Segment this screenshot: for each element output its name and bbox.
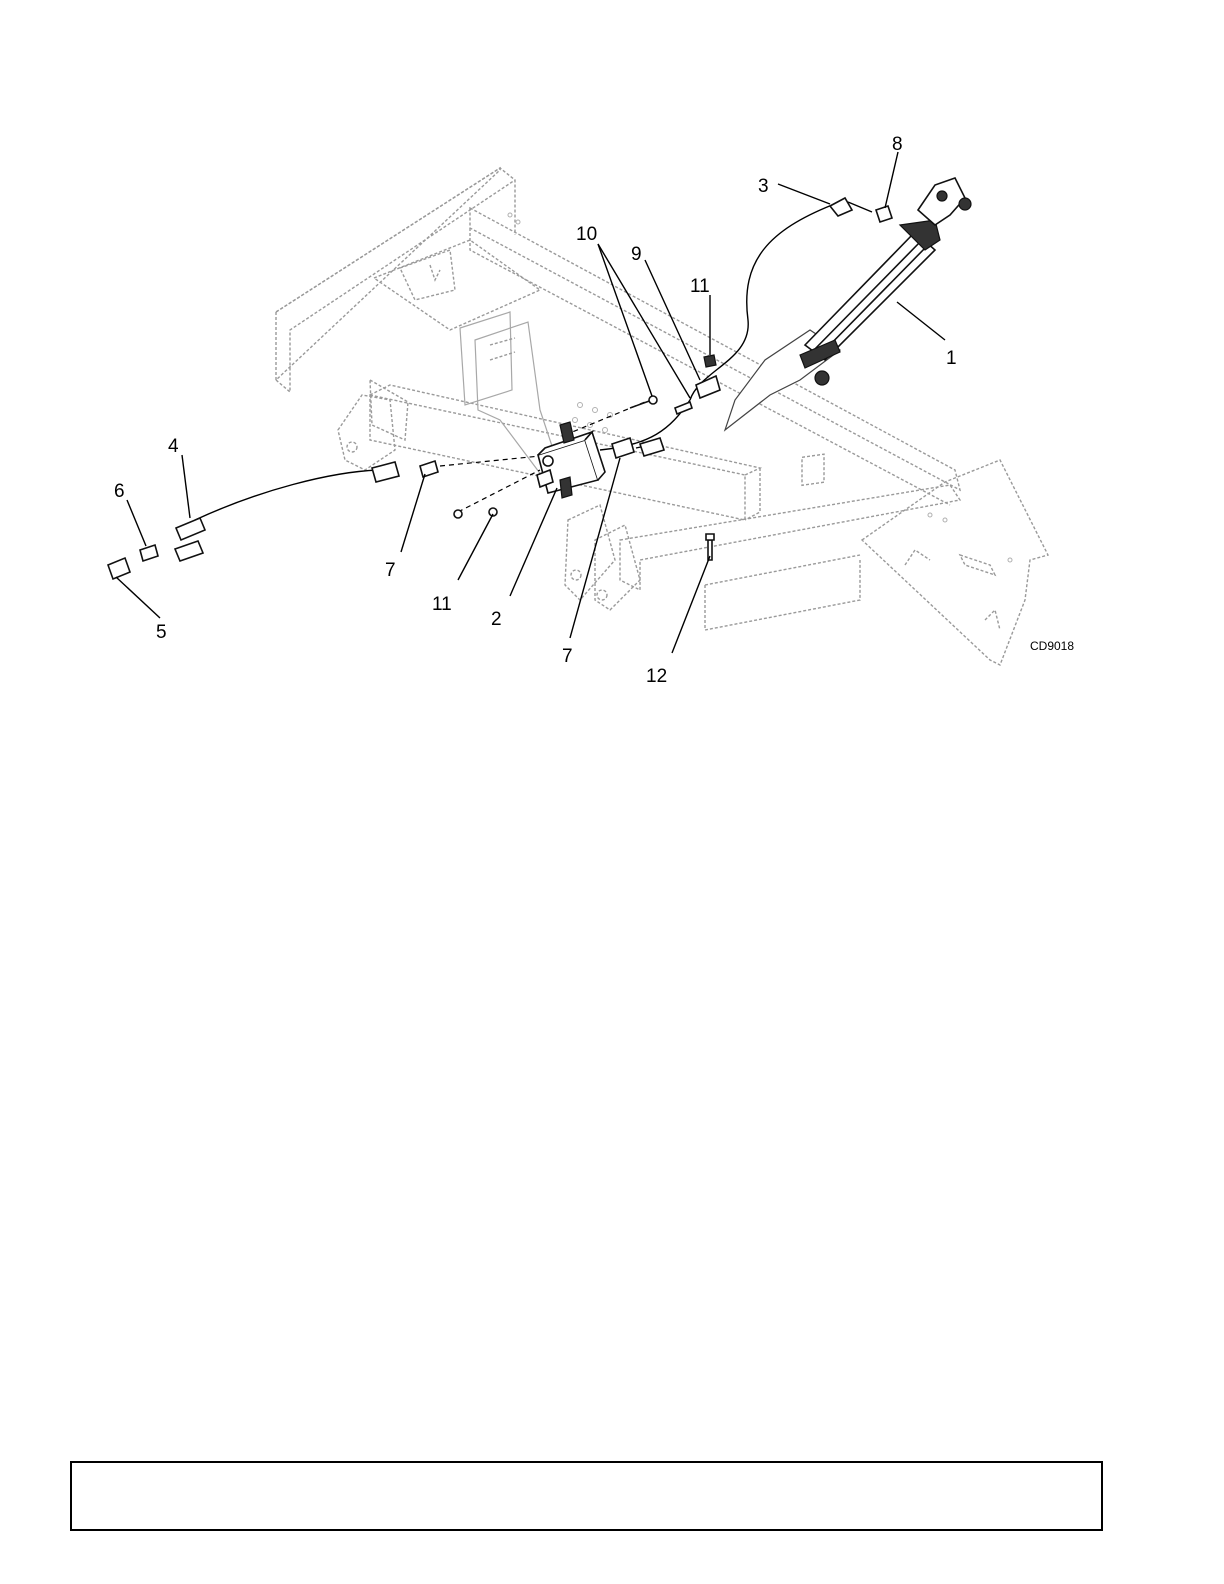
- callout-8: 8: [892, 134, 903, 155]
- callout-12: 12: [646, 666, 667, 687]
- footer-box: [70, 1461, 1103, 1531]
- parts-diagram: 8 3 10 9 11 1 4 6 7 11 2 5 7 12 CD9018: [0, 0, 1224, 720]
- callout-4: 4: [168, 436, 179, 457]
- leader-lines: [116, 152, 945, 653]
- callout-11-bottom: 11: [432, 594, 452, 615]
- callout-9: 9: [631, 244, 642, 265]
- callout-7-left: 7: [385, 560, 396, 581]
- callout-5: 5: [156, 622, 167, 643]
- callout-7-right: 7: [562, 646, 573, 667]
- callout-11-top: 11: [690, 276, 710, 297]
- callout-6: 6: [114, 481, 125, 502]
- drawing-code: CD9018: [1030, 639, 1074, 653]
- hydraulic-cylinder: [725, 178, 971, 430]
- callout-2: 2: [491, 609, 502, 630]
- callout-10: 10: [576, 224, 597, 245]
- callout-3: 3: [758, 176, 769, 197]
- callout-1: 1: [946, 348, 957, 369]
